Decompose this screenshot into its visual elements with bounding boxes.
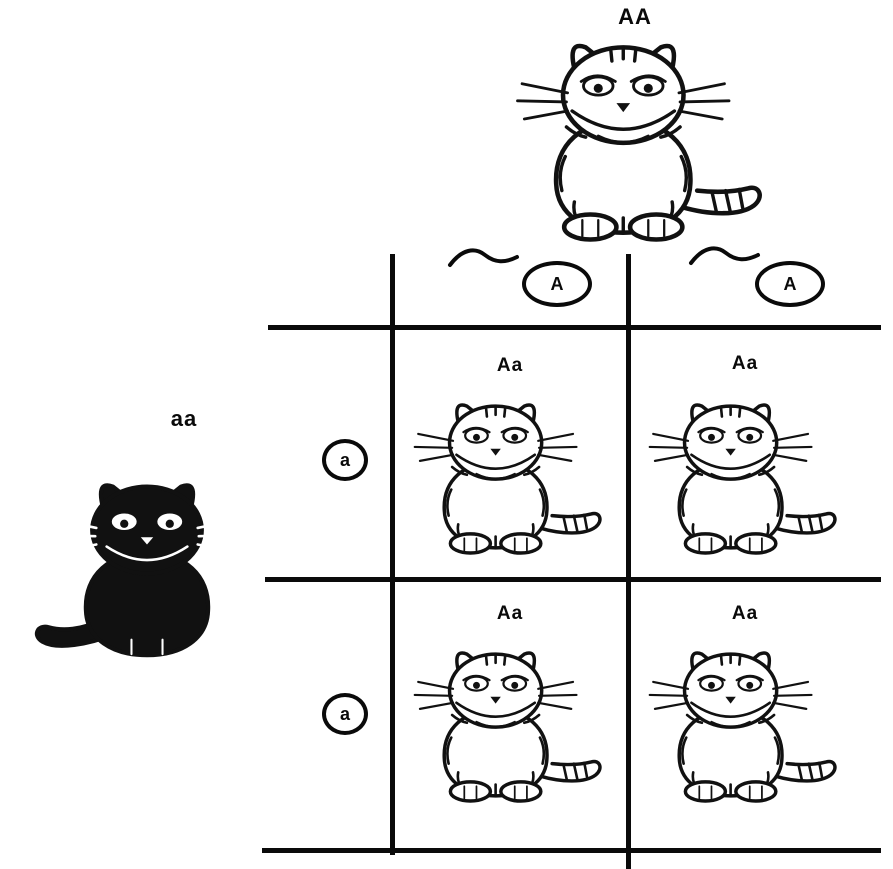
gamete-left-1: a [322, 439, 368, 481]
gamete-left-2: a [322, 693, 368, 735]
offspring-genotype-label: Aa [496, 603, 524, 624]
parent-top-genotype-label: AA [618, 4, 652, 29]
gamete-squiggle-icon [448, 248, 519, 267]
tabby-cat-icon [648, 644, 848, 812]
offspring-genotype-label: Aa [731, 353, 759, 374]
grid-line-horizontal-2 [265, 577, 881, 582]
grid-line-horizontal-3 [262, 848, 881, 853]
offspring-genotype-label: Aa [731, 603, 759, 624]
offspring-genotype-label: Aa [496, 355, 524, 376]
gamete-squiggle-icon [689, 246, 760, 265]
tabby-cat-icon [515, 36, 777, 252]
parent-left-genotype-label: aa [170, 406, 198, 431]
tabby-cat-icon [413, 396, 613, 564]
black-cat-icon [28, 476, 266, 673]
grid-line-vertical-2 [626, 254, 631, 869]
gamete-top-1: A [522, 261, 592, 307]
gamete-top-2: A [755, 261, 825, 307]
tabby-cat-icon [413, 644, 613, 812]
grid-line-horizontal-1 [268, 325, 881, 330]
grid-line-vertical-1 [390, 254, 395, 855]
tabby-cat-icon [648, 396, 848, 564]
